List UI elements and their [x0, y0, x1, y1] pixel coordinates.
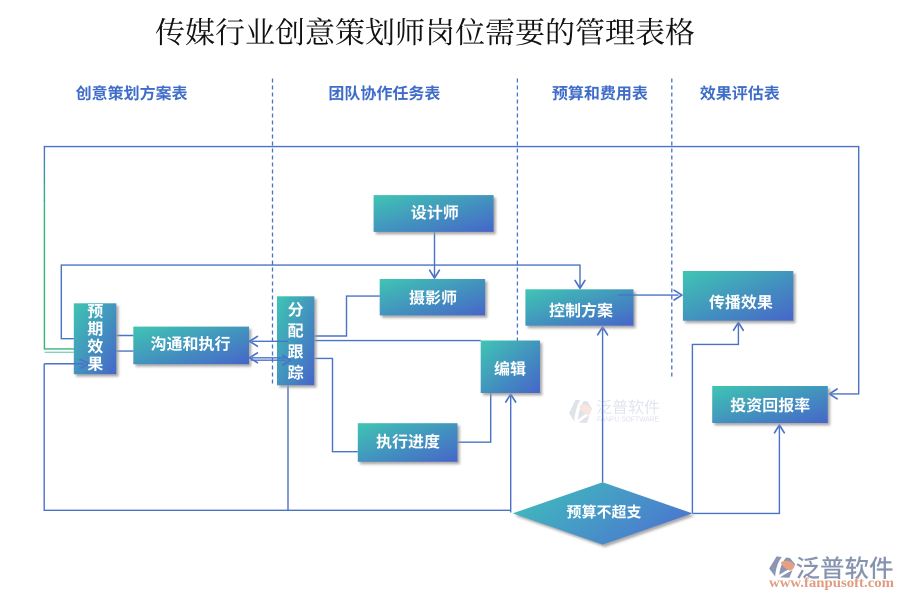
svg-text:www.fanpusoft.com: www.fanpusoft.com [769, 575, 895, 590]
svg-text:FANPU SOFTWARE: FANPU SOFTWARE [597, 415, 659, 424]
